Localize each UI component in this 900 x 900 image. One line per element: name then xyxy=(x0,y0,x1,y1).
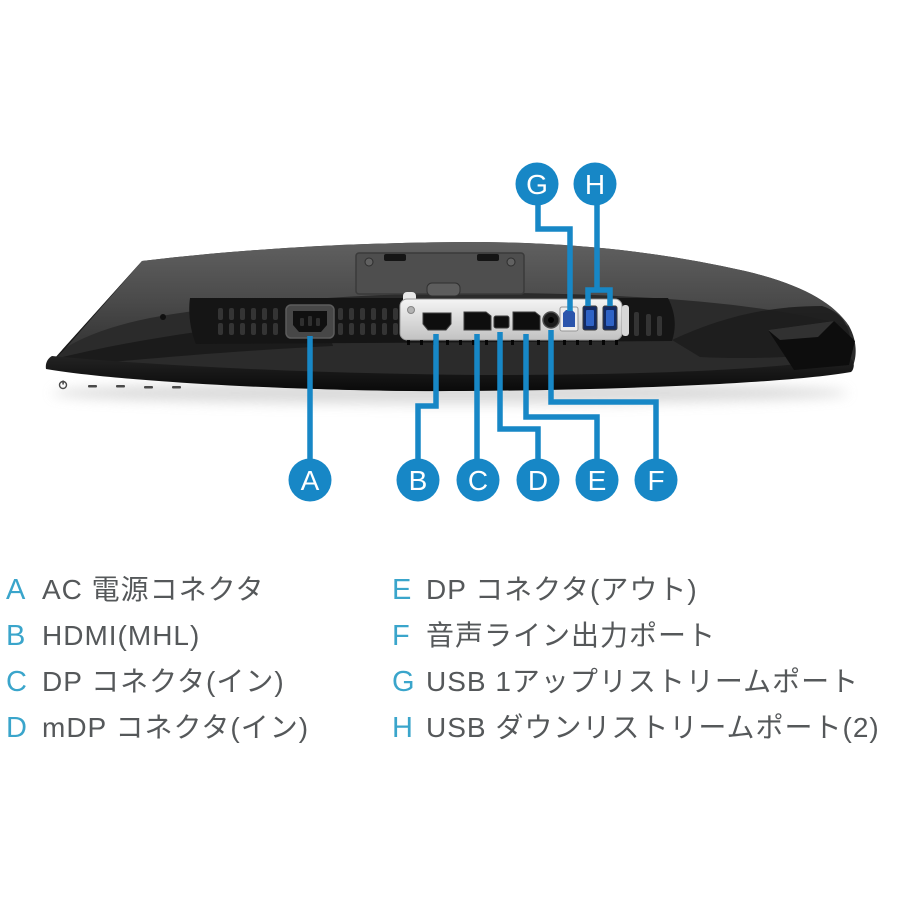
legend-row-h: H USB ダウンリストリームポート(2) xyxy=(392,705,880,751)
callout-h-label: H xyxy=(585,169,605,200)
legend-label-e: DP コネクタ(アウト) xyxy=(426,574,698,605)
mini-dp-port xyxy=(493,315,510,329)
legend-label-a: AC 電源コネクタ xyxy=(42,574,265,605)
legend-label-f: 音声ライン出力ポート xyxy=(426,620,717,651)
legend-key-h: H xyxy=(392,712,414,744)
dp-out-port xyxy=(512,311,541,331)
front-bezel xyxy=(45,356,854,392)
callout-line-g xyxy=(535,204,573,311)
callout-b: B xyxy=(396,458,440,502)
dp-in-port xyxy=(463,311,492,331)
io-panel xyxy=(399,292,629,341)
callout-g: G xyxy=(515,162,559,206)
callout-line-d xyxy=(497,332,541,459)
osd-buttons xyxy=(58,380,181,390)
callout-line-e xyxy=(523,334,600,459)
callout-f: F xyxy=(634,458,678,502)
callout-c: C xyxy=(456,458,500,502)
legend-key-b: B xyxy=(6,620,26,652)
callout-a: A xyxy=(288,458,332,502)
back-screw xyxy=(160,314,166,320)
callout-d-label: D xyxy=(528,465,548,496)
audio-out-port xyxy=(542,311,560,329)
callout-c-label: C xyxy=(468,465,488,496)
callout-a-label: A xyxy=(301,465,320,496)
legend-key-f: F xyxy=(392,620,411,652)
legend-row-a: A AC 電源コネクタ xyxy=(6,567,309,613)
ac-power-port xyxy=(285,304,335,339)
usb-downstream-port-2 xyxy=(602,305,618,331)
callout-d: D xyxy=(516,458,560,502)
stand-column-block xyxy=(768,321,855,370)
hdmi-port xyxy=(422,312,452,331)
legend-right-column: E DP コネクタ(アウト) F 音声ライン出力ポート G USB 1アップリストリー… xyxy=(392,567,880,751)
legend-row-e: E DP コネクタ(アウト) xyxy=(392,567,880,613)
panel-screw xyxy=(407,306,415,314)
legend-key-a: A xyxy=(6,574,26,606)
callout-line-h-bracket xyxy=(585,287,613,306)
callout-lines xyxy=(307,204,659,459)
legend-key-d: D xyxy=(6,712,28,744)
stand-release-latch xyxy=(426,282,461,297)
legend-row-f: F 音声ライン出力ポート xyxy=(392,613,880,659)
legend-row-c: C DP コネクタ(イン) xyxy=(6,659,309,705)
power-button-icon xyxy=(58,380,68,390)
callout-b-label: B xyxy=(409,465,428,496)
legend-label-d: mDP コネクタ(イン) xyxy=(42,712,310,743)
legend-label-h: USB ダウンリストリームポート(2) xyxy=(426,712,880,743)
vesa-mount-recess xyxy=(355,252,525,297)
callout-e-label: E xyxy=(588,465,607,496)
callout-h: H xyxy=(573,162,617,206)
callout-circles: G H A B C D E xyxy=(288,162,678,502)
callout-line-b xyxy=(415,334,439,459)
floor-shadow xyxy=(52,382,848,404)
legend-label-b: HDMI(MHL) xyxy=(42,620,201,651)
callout-e: E xyxy=(575,458,619,502)
vent-slats xyxy=(218,308,662,336)
legend-row-b: B HDMI(MHL) xyxy=(6,613,309,659)
legend-key-g: G xyxy=(392,666,416,698)
connector-band xyxy=(189,292,675,345)
legend-label-c: DP コネクタ(イン) xyxy=(42,666,285,697)
callout-g-label: G xyxy=(526,169,548,200)
legend-label-g: USB 1アップリストリームポート xyxy=(426,666,860,697)
callout-f-label: F xyxy=(647,465,664,496)
legend-row-g: G USB 1アップリストリームポート xyxy=(392,659,880,705)
legend-key-c: C xyxy=(6,666,28,698)
callout-line-f xyxy=(548,330,659,459)
legend-key-e: E xyxy=(392,574,412,606)
usb-downstream-port-1 xyxy=(582,305,598,331)
